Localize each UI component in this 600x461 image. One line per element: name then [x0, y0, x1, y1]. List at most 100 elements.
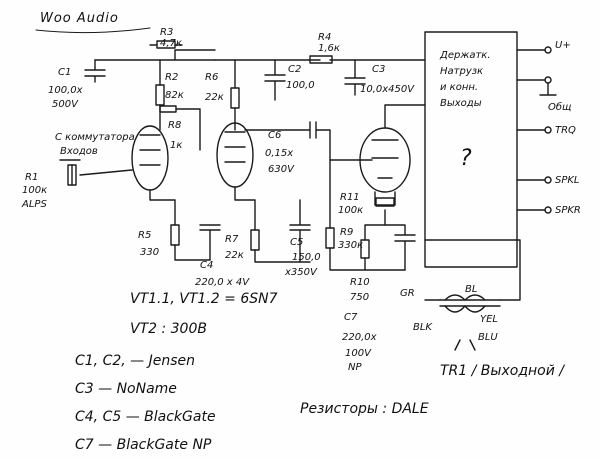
box-text-1: Держатк. [439, 50, 491, 61]
wire-blu: BLU [478, 332, 498, 343]
c2-name: C2 [288, 64, 301, 75]
box-text-4: Выходы [440, 98, 482, 109]
tubes-note: VT1.1, VT1.2 = 6SN7 [130, 291, 278, 307]
c3-name: C3 [372, 64, 385, 75]
c2-value: 100,0 [286, 80, 315, 91]
r3-name: R3 [160, 27, 173, 38]
terminal-spkr: SPKR [555, 205, 581, 216]
r11-name: R11 [340, 192, 360, 203]
c6-capacitor [244, 121, 373, 161]
title-underline [35, 27, 151, 34]
c5-voltage: х350V [284, 267, 318, 278]
terminal-uplus: U+ [555, 40, 571, 51]
terminal-spkl: SPKL [555, 175, 580, 186]
r10-lead [364, 209, 386, 241]
r6-resistor [230, 87, 240, 109]
tr1-leads [424, 239, 521, 301]
c7-capacitor [384, 224, 416, 271]
c5-capacitor [289, 199, 311, 263]
input-label-1: С коммутатора [55, 132, 135, 143]
box-question-mark: ? [460, 146, 472, 171]
r9-ground [329, 247, 366, 271]
tr1-winding-bottom [444, 305, 486, 313]
r2-name: R2 [165, 72, 178, 83]
r8-name: R8 [168, 120, 181, 131]
box-text-2: Натрузк [440, 66, 483, 77]
tr1-core [439, 299, 501, 307]
box-text-3: и конн. [440, 82, 478, 93]
r1-leads [59, 159, 81, 186]
c2-capacitor [264, 59, 286, 101]
tr1-wire-ends [454, 339, 476, 351]
title-text: Woo Audio [40, 11, 119, 26]
vt2-filament [374, 191, 396, 206]
wire-blk: BLK [413, 322, 433, 333]
vt2-elements [371, 139, 399, 179]
c7-type: NP [348, 362, 362, 373]
r9-resistor [325, 227, 335, 249]
r6-name: R6 [205, 72, 218, 83]
r7-resistor [250, 229, 260, 251]
r1-value: 100к [22, 185, 47, 196]
r8-lead [175, 108, 201, 151]
r9-name: R9 [340, 227, 353, 238]
c7-name: C7 [344, 312, 358, 323]
c7-voltage: 100V [345, 348, 372, 359]
note-c4c5: C4, C5 — BlackGate [75, 409, 216, 425]
r7-name: R7 [225, 234, 239, 245]
cathode1-lead [149, 189, 176, 226]
r4-resistor [309, 55, 333, 64]
r5-value: 330 [140, 247, 159, 258]
r5-name: R5 [138, 230, 151, 241]
vt1-2-elements [224, 131, 246, 163]
vt2-note: VT2 : 300B [130, 321, 207, 337]
c1-value: 100,0х [48, 85, 83, 96]
gr-label: GR [400, 288, 415, 299]
c6-name: C6 [268, 130, 281, 141]
cathode2-lead [234, 186, 256, 231]
r8-resistor [159, 105, 177, 113]
r11-pot [375, 197, 395, 207]
r4-name: R4 [318, 32, 331, 43]
c4-name: C4 [200, 260, 213, 271]
c5-value: 150,0 [292, 252, 321, 263]
c6-voltage: 630V [268, 164, 295, 175]
r8-value: 1к [170, 140, 182, 151]
r1-type: ALPS [21, 199, 47, 210]
terminal-common: Общ [548, 101, 571, 113]
c1-name: C1 [58, 67, 71, 78]
tr1-label: TR1 / Выходной / [440, 363, 565, 379]
wire-yel: YEL [480, 314, 498, 325]
r7-value: 22к [225, 250, 244, 261]
resistors-note: Резисторы : DALE [300, 401, 429, 417]
note-c3: C3 — NoName [75, 381, 177, 397]
c1-voltage: 500V [52, 99, 79, 110]
c4-value: 220,0 х 4V [195, 277, 250, 288]
c3-value: 10,0х450V [360, 84, 415, 95]
tr1-winding-top [444, 294, 486, 301]
r4-value: 1,6к [318, 43, 340, 54]
r5-ground [174, 244, 211, 261]
note-c1c2: C1, C2, — Jensen [75, 353, 195, 369]
r1-name: R1 [25, 172, 38, 183]
r2-value: 82к [165, 90, 184, 101]
terminal-trq: TRQ [555, 125, 576, 136]
vt1-1-elements [139, 134, 161, 166]
c5-name: C5 [290, 237, 303, 248]
r9-value: 330к [338, 240, 363, 251]
r6-value: 22к [205, 92, 224, 103]
c7-value: 220,0х [342, 332, 377, 343]
note-c7: C7 — BlackGate NP [75, 437, 212, 453]
c3-capacitor [344, 59, 366, 96]
r7-ground [254, 249, 311, 263]
output-terminals [516, 46, 557, 214]
r11-value: 100к [338, 205, 363, 216]
r1-pot [67, 164, 77, 186]
bplus-rail [94, 49, 426, 61]
wire-bl: BL [465, 284, 477, 295]
r5-resistor [170, 224, 180, 246]
r10-name: R10 [350, 277, 370, 288]
c4-capacitor [199, 224, 221, 261]
